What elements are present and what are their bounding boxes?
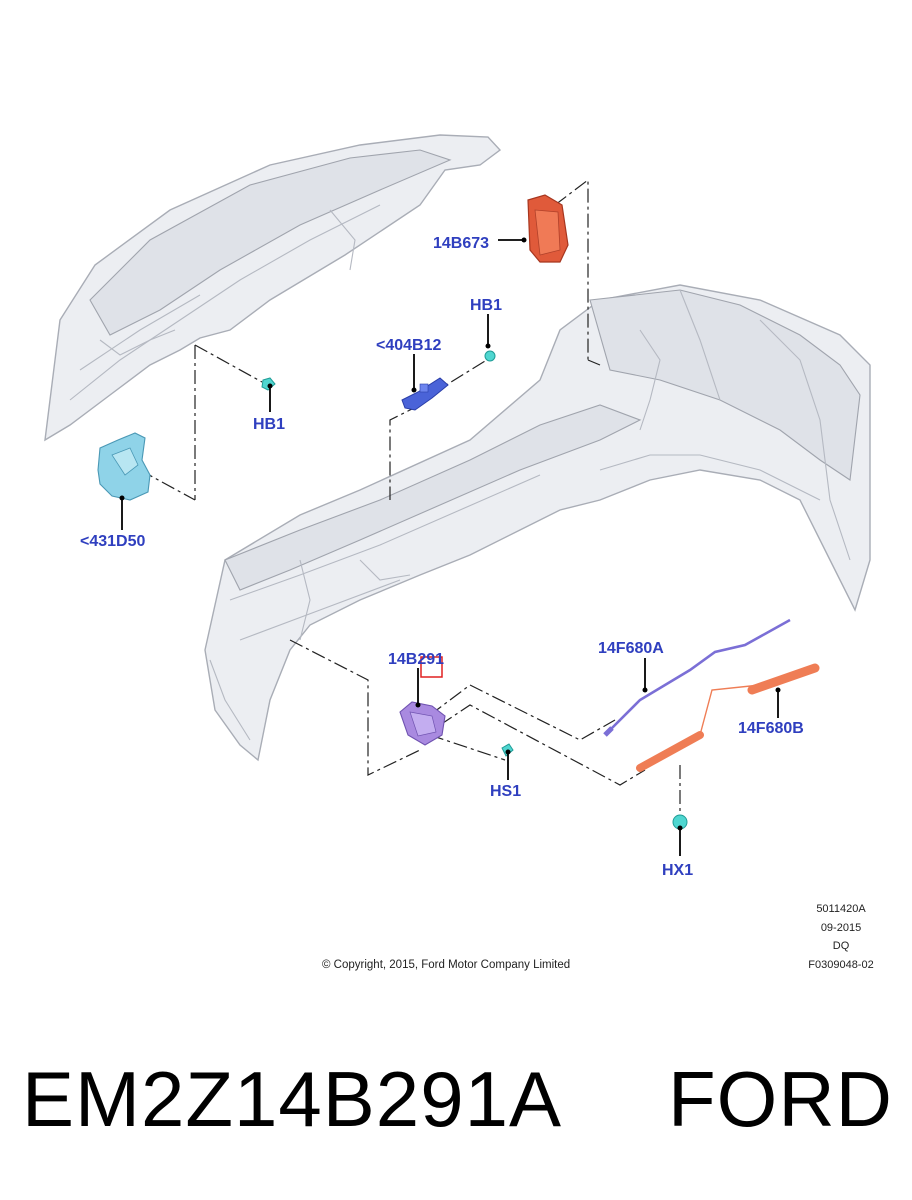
callout-hb1-left: HB1 — [253, 416, 285, 433]
copyright-text: © Copyright, 2015, Ford Motor Company Li… — [322, 959, 570, 971]
assembly-lines — [139, 178, 681, 818]
callout-431d50: <431D50 — [80, 533, 145, 550]
callout-14f680a: 14F680A — [598, 640, 664, 657]
callout-404b12: <404B12 — [376, 337, 441, 354]
harness-14f680a[interactable] — [603, 618, 791, 737]
callout-hs1: HS1 — [490, 783, 521, 800]
illustration-initials: DQ — [833, 940, 850, 952]
callout-hb1-top: HB1 — [470, 297, 502, 314]
harness-14f680b[interactable] — [636, 663, 820, 772]
callout-14b291: 14B291 — [388, 651, 444, 668]
brand-name: FORD — [668, 1055, 893, 1143]
fastener-hb1-top-icon — [484, 350, 496, 362]
highlight-box — [420, 656, 443, 678]
illustration-number: 5011420A — [816, 903, 866, 915]
decklid-panel — [44, 134, 502, 442]
footer: EM2Z14B291A FORD — [0, 1040, 912, 1180]
illustration-date: 09-2015 — [821, 922, 861, 934]
callout-hx1: HX1 — [662, 862, 693, 879]
callout-14b673: 14B673 — [433, 235, 489, 252]
leader-lines — [119, 237, 781, 856]
rear-body-structure — [204, 284, 871, 762]
callout-14f680b: 14F680B — [738, 720, 804, 737]
bracket-431d50[interactable] — [97, 432, 151, 501]
module-14b291[interactable] — [399, 701, 446, 746]
figure-code: F0309048-02 — [808, 959, 873, 971]
module-14b673[interactable] — [527, 194, 569, 263]
connector-404b12[interactable] — [401, 377, 449, 411]
parts-diagram: 14B673 HB1 <404B12 HB1 <431D50 14B291 14… — [44, 134, 874, 971]
part-number: EM2Z14B291A — [22, 1055, 562, 1143]
